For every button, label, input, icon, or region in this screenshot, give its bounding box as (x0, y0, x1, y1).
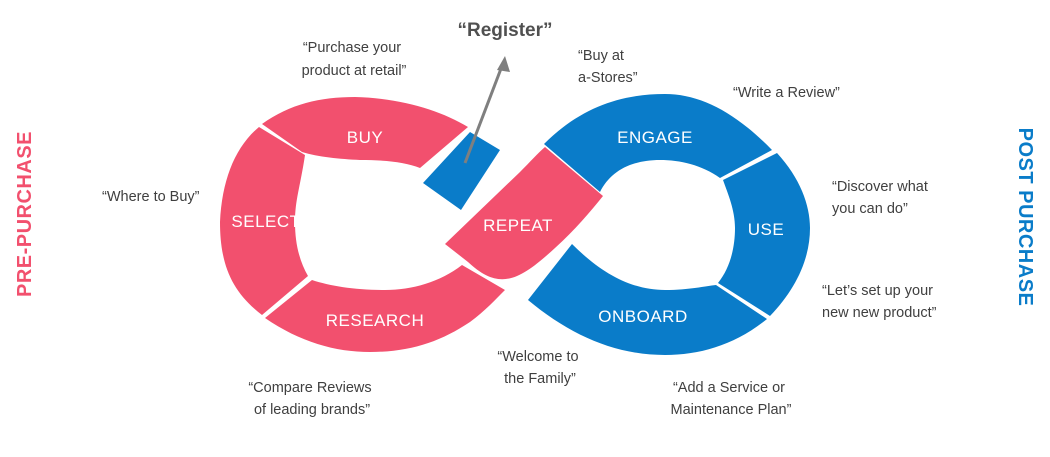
segment-onboard[interactable] (528, 244, 767, 355)
segment-engage[interactable] (544, 94, 772, 192)
right-ring (528, 94, 810, 355)
side-label-pre-purchase: PRE-PURCHASE (14, 131, 36, 297)
segment-repeat[interactable] (445, 147, 603, 280)
register-arrow-head (497, 56, 510, 72)
register-notch[interactable] (423, 132, 500, 210)
label-onboard: ONBOARD (598, 307, 687, 326)
label-repeat: REPEAT (483, 216, 553, 235)
quote-compare: “Compare Reviews of leading brands” (248, 380, 375, 418)
label-engage: ENGAGE (617, 128, 693, 147)
quote-setup: “Let’s set up your new new product” (822, 283, 937, 321)
register-label: “Register” (457, 20, 552, 41)
side-label-post-purchase: POST PURCHASE (1014, 128, 1036, 307)
label-research: RESEARCH (326, 311, 424, 330)
quote-buy-at: “Buy at a-Stores” (578, 48, 638, 86)
left-ring (220, 97, 603, 352)
label-select: SELECT (231, 212, 300, 231)
quote-where-to-buy: “Where to Buy” (102, 189, 200, 205)
segment-use[interactable] (718, 153, 810, 316)
segment-select[interactable] (220, 127, 308, 315)
quote-write-review: “Write a Review” (733, 85, 840, 101)
quote-welcome: “Welcome to the Family” (497, 349, 582, 387)
label-use: USE (748, 220, 784, 239)
quote-purchase: “Purchase your product at retail” (302, 40, 407, 79)
label-buy: BUY (347, 128, 383, 147)
segment-research[interactable] (265, 265, 505, 352)
register-arrow-line (463, 65, 504, 164)
quote-discover: “Discover what you can do” (832, 179, 932, 217)
quote-service: “Add a Service or Maintenance Plan” (671, 380, 792, 418)
segment-buy[interactable] (262, 97, 468, 168)
